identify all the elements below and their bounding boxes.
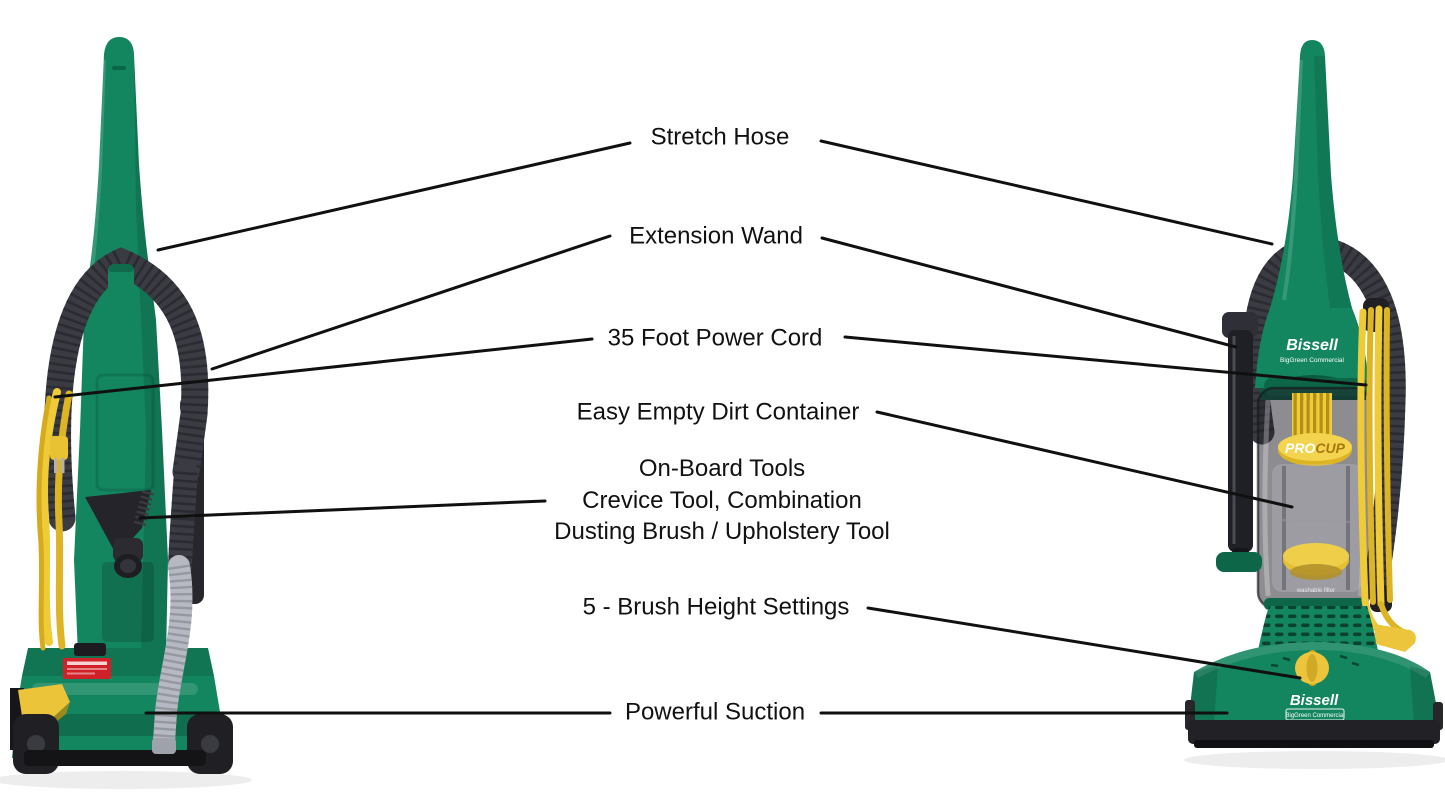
label-extension-wand: Extension Wand [629, 222, 803, 250]
label-power-cord: 35 Foot Power Cord [607, 324, 823, 352]
procup-cup: CUP [1315, 440, 1345, 456]
label-powerful-suction: Powerful Suction [624, 698, 806, 726]
warning-label [63, 658, 111, 679]
callout-line-dirt-container [875, 410, 1294, 509]
vacuum-handle-front [1270, 40, 1352, 308]
label-stretch-hose: Stretch Hose [650, 123, 790, 151]
callout-line-brush-height [866, 606, 1302, 680]
brush-height-ticks [1270, 654, 1360, 668]
suction-hose-lower [152, 555, 193, 754]
callout-lines [53, 139, 1368, 715]
power-cord-bundle [36, 388, 73, 651]
label-brush-height: 5 - Brush Height Settings [582, 593, 850, 621]
height-pedal-front [1374, 624, 1416, 652]
vacuum-base-front: Bissell BigGreen Commercial [1185, 624, 1443, 748]
vacuum-front-view: Bissell BigGreen Commercial PROCUP [1184, 40, 1445, 769]
label-onboard-tools-line3: Dusting Brush / Upholstery Tool [554, 517, 890, 545]
label-onboard-tools-line1: On-Board Tools [638, 454, 806, 482]
floor-shadow [1184, 751, 1445, 769]
sub-brand-base: BigGreen Commercial [1285, 713, 1344, 719]
procup-label: PROCUP [1285, 440, 1346, 456]
callout-line-power-cord-right [843, 335, 1368, 387]
filter-pleats [1292, 393, 1332, 441]
callout-line-stretch-hose-left [156, 141, 632, 252]
brand-logo-base: Bissell [1290, 692, 1339, 709]
sub-brand-upper: BigGreen Commercial [1280, 357, 1344, 364]
callout-line-extension-wand-right [820, 236, 1238, 349]
vacuum-base-back [10, 643, 233, 774]
brand-logo-upper: Bissell [1286, 337, 1338, 354]
procup-pro: PRO [1285, 440, 1315, 456]
extension-wand-front [1216, 312, 1262, 572]
onboard-tools-back [85, 490, 154, 578]
cord-slot [74, 643, 106, 656]
label-dirt-container: Easy Empty Dirt Container [576, 398, 860, 426]
label-onboard-tools: On-Board Tools Crevice Tool, Combination… [554, 453, 890, 548]
callout-line-power-cord-left [53, 337, 594, 399]
hose-clip [108, 264, 134, 300]
dirt-container: PROCUP washable filter [1256, 378, 1372, 610]
callout-line-onboard-tools [138, 499, 547, 520]
callout-line-extension-wand-left [210, 234, 612, 371]
label-onboard-tools-line2: Crevice Tool, Combination [582, 486, 862, 514]
power-cord-front [1357, 298, 1411, 646]
callout-line-stretch-hose-right [819, 139, 1274, 246]
floor-shadow [0, 771, 252, 789]
washable-filter-note: washable filter [1296, 588, 1335, 594]
front-bumper [1188, 720, 1440, 744]
brush-height-knob [1295, 650, 1329, 686]
vacuum-back-view [0, 37, 252, 789]
cord-plug [50, 436, 68, 473]
